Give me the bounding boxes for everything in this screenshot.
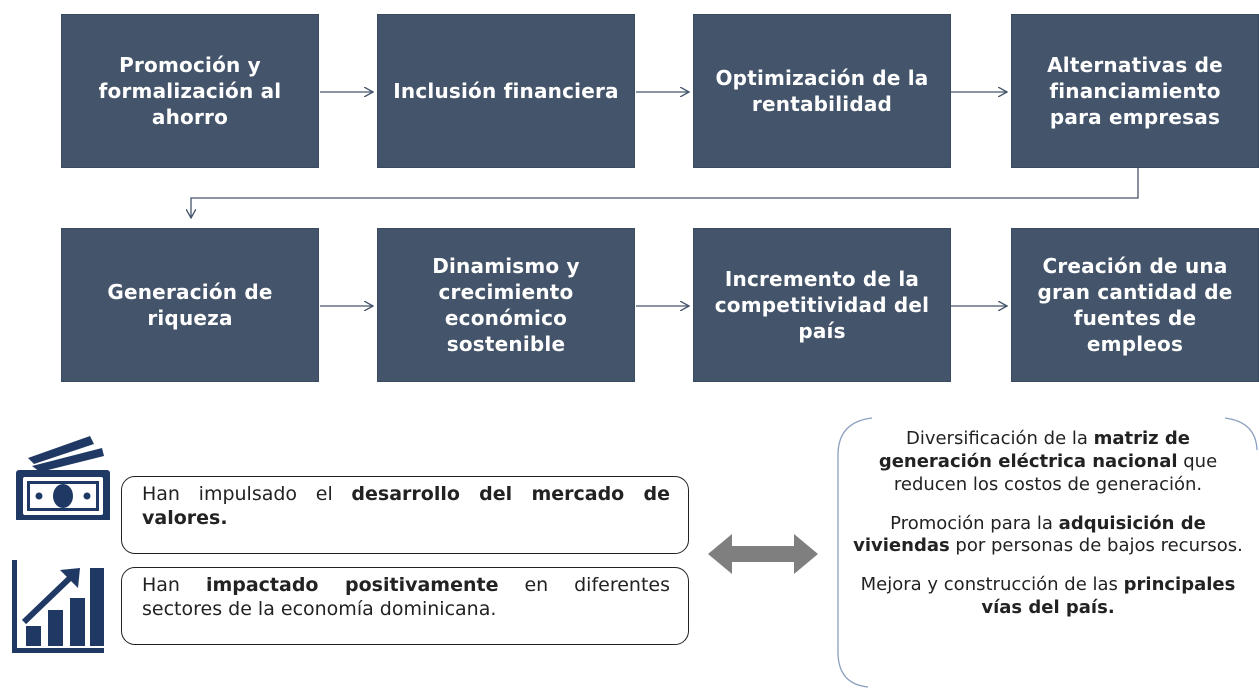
right-item-housing: Promoción para la adquisición de viviend…: [848, 513, 1248, 559]
bar-chart-growth-icon: [12, 560, 104, 653]
right-item-roads-pre: Mejora y construcción de las: [860, 574, 1124, 596]
impact-box-sectors: Han impactado positivamente en diferente…: [121, 567, 689, 645]
right-item-electric-bold: matriz de generación eléctrica nacional: [878, 428, 1191, 472]
right-panel-text: Diversificación de la matriz de generaci…: [848, 428, 1248, 620]
flow-box-8: Creación de una gran cantidad de fuentes…: [1011, 228, 1259, 382]
impact-box-sectors-post: en diferentes sectores de la economía do…: [142, 574, 671, 620]
right-item-roads-bold: principales vías del país.: [981, 574, 1236, 619]
double-arrow-icon: [708, 534, 818, 574]
flow-box-6: Dinamismo y crecimiento económico sosten…: [377, 228, 635, 382]
flow-box-1: Promoción y formalización al ahorro: [61, 14, 319, 168]
money-icon: [16, 436, 110, 520]
impact-box-market-bold: desarrollo del mercado de valores.: [142, 483, 670, 529]
right-item-housing-post: por personas de bajos recursos.: [949, 535, 1243, 557]
flow-box-7: Incremento de la competitividad del país: [693, 228, 951, 382]
flow-box-4: Alternativas de financiamiento para empr…: [1011, 14, 1259, 168]
right-item-roads: Mejora y construcción de las principales…: [848, 574, 1248, 620]
impact-box-sectors-pre: Han: [142, 574, 206, 596]
flow-box-3: Optimización de la rentabilidad: [693, 14, 951, 168]
right-panel-outline: [837, 417, 1258, 688]
right-item-electric-pre: Diversificación de la: [905, 428, 1094, 449]
flow-box-2: Inclusión financiera: [377, 14, 635, 168]
right-item-housing-pre: Promoción para la: [890, 512, 1059, 534]
impact-box-market-pre: Han impulsado el: [142, 483, 352, 505]
right-item-housing-bold: adquisición de viviendas: [853, 512, 1206, 557]
right-item-electric: Diversificación de la matriz de generaci…: [848, 428, 1248, 497]
impact-box-sectors-bold: impactado positivamente: [205, 574, 499, 596]
right-item-electric-post: que reducen los costos de generación.: [893, 450, 1218, 495]
arrow-elbow: [191, 168, 1139, 218]
flow-box-5: Generación de riqueza: [61, 228, 319, 382]
impact-box-market: Han impulsado el desarrollo del mercado …: [121, 476, 689, 554]
